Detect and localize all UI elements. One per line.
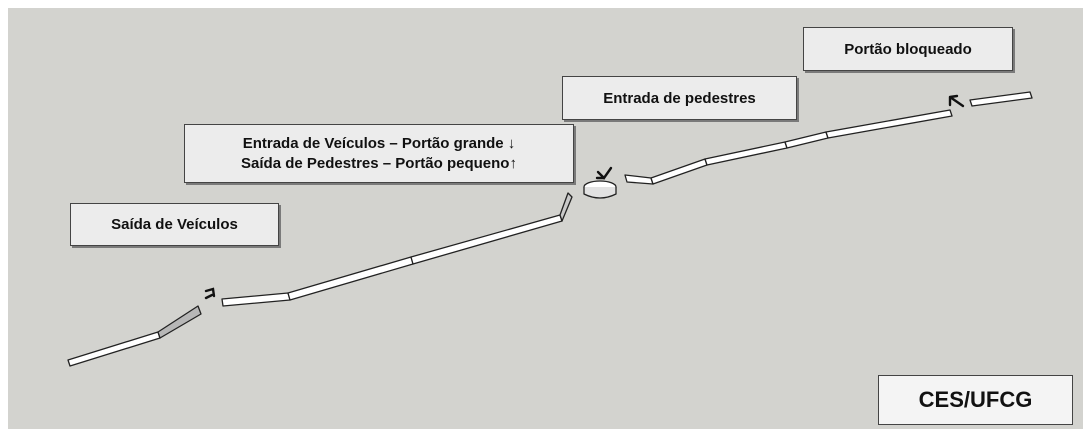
blocked-gate-arrow-icon (948, 94, 965, 108)
wall-segment-9 (825, 109, 953, 139)
entry-vehicles-arrow-icon (595, 166, 613, 180)
diagram-canvas: Saída de Veículos Entrada de Veículos – … (8, 8, 1083, 429)
wall-segment-4-end (559, 192, 573, 222)
exit-vehicles-arrow-icon (204, 287, 216, 300)
institution-badge: CES/UFCG (878, 375, 1073, 425)
wall-segment-8 (784, 131, 829, 149)
label-entrada-pedestres-text: Entrada de pedestres (603, 89, 756, 107)
label-portao-bloqueado-text: Portão bloqueado (844, 40, 972, 58)
label-entrada-pedestres: Entrada de pedestres (562, 76, 797, 120)
wall-segment-6 (650, 158, 708, 185)
wall-segment-1-end (157, 305, 202, 339)
label-entrada-veiculos-line1: Entrada de Veículos – Portão grande ↓ (242, 134, 516, 152)
wall-segment-4 (410, 214, 563, 265)
label-portao-bloqueado: Portão bloqueado (803, 27, 1013, 71)
wall-segment-1 (67, 331, 161, 367)
label-entrada-veiculos: Entrada de Veículos – Portão grande ↓ Sa… (184, 124, 574, 183)
wall-segment-3 (287, 256, 414, 301)
label-entrada-veiculos-line2: Saída de Pedestres – Portão pequeno↑ (241, 154, 517, 172)
label-saida-veiculos: Saída de Veículos (70, 203, 279, 246)
wall-segment-5 (624, 174, 654, 185)
wall-segment-2 (221, 292, 291, 307)
wall-segment-7 (704, 141, 788, 166)
gate-post-side (583, 187, 617, 199)
site-plan-drawing (67, 91, 1033, 367)
label-saida-veiculos-text: Saída de Veículos (111, 216, 238, 233)
institution-badge-text: CES/UFCG (918, 387, 1033, 412)
wall-segment-10 (969, 91, 1033, 107)
